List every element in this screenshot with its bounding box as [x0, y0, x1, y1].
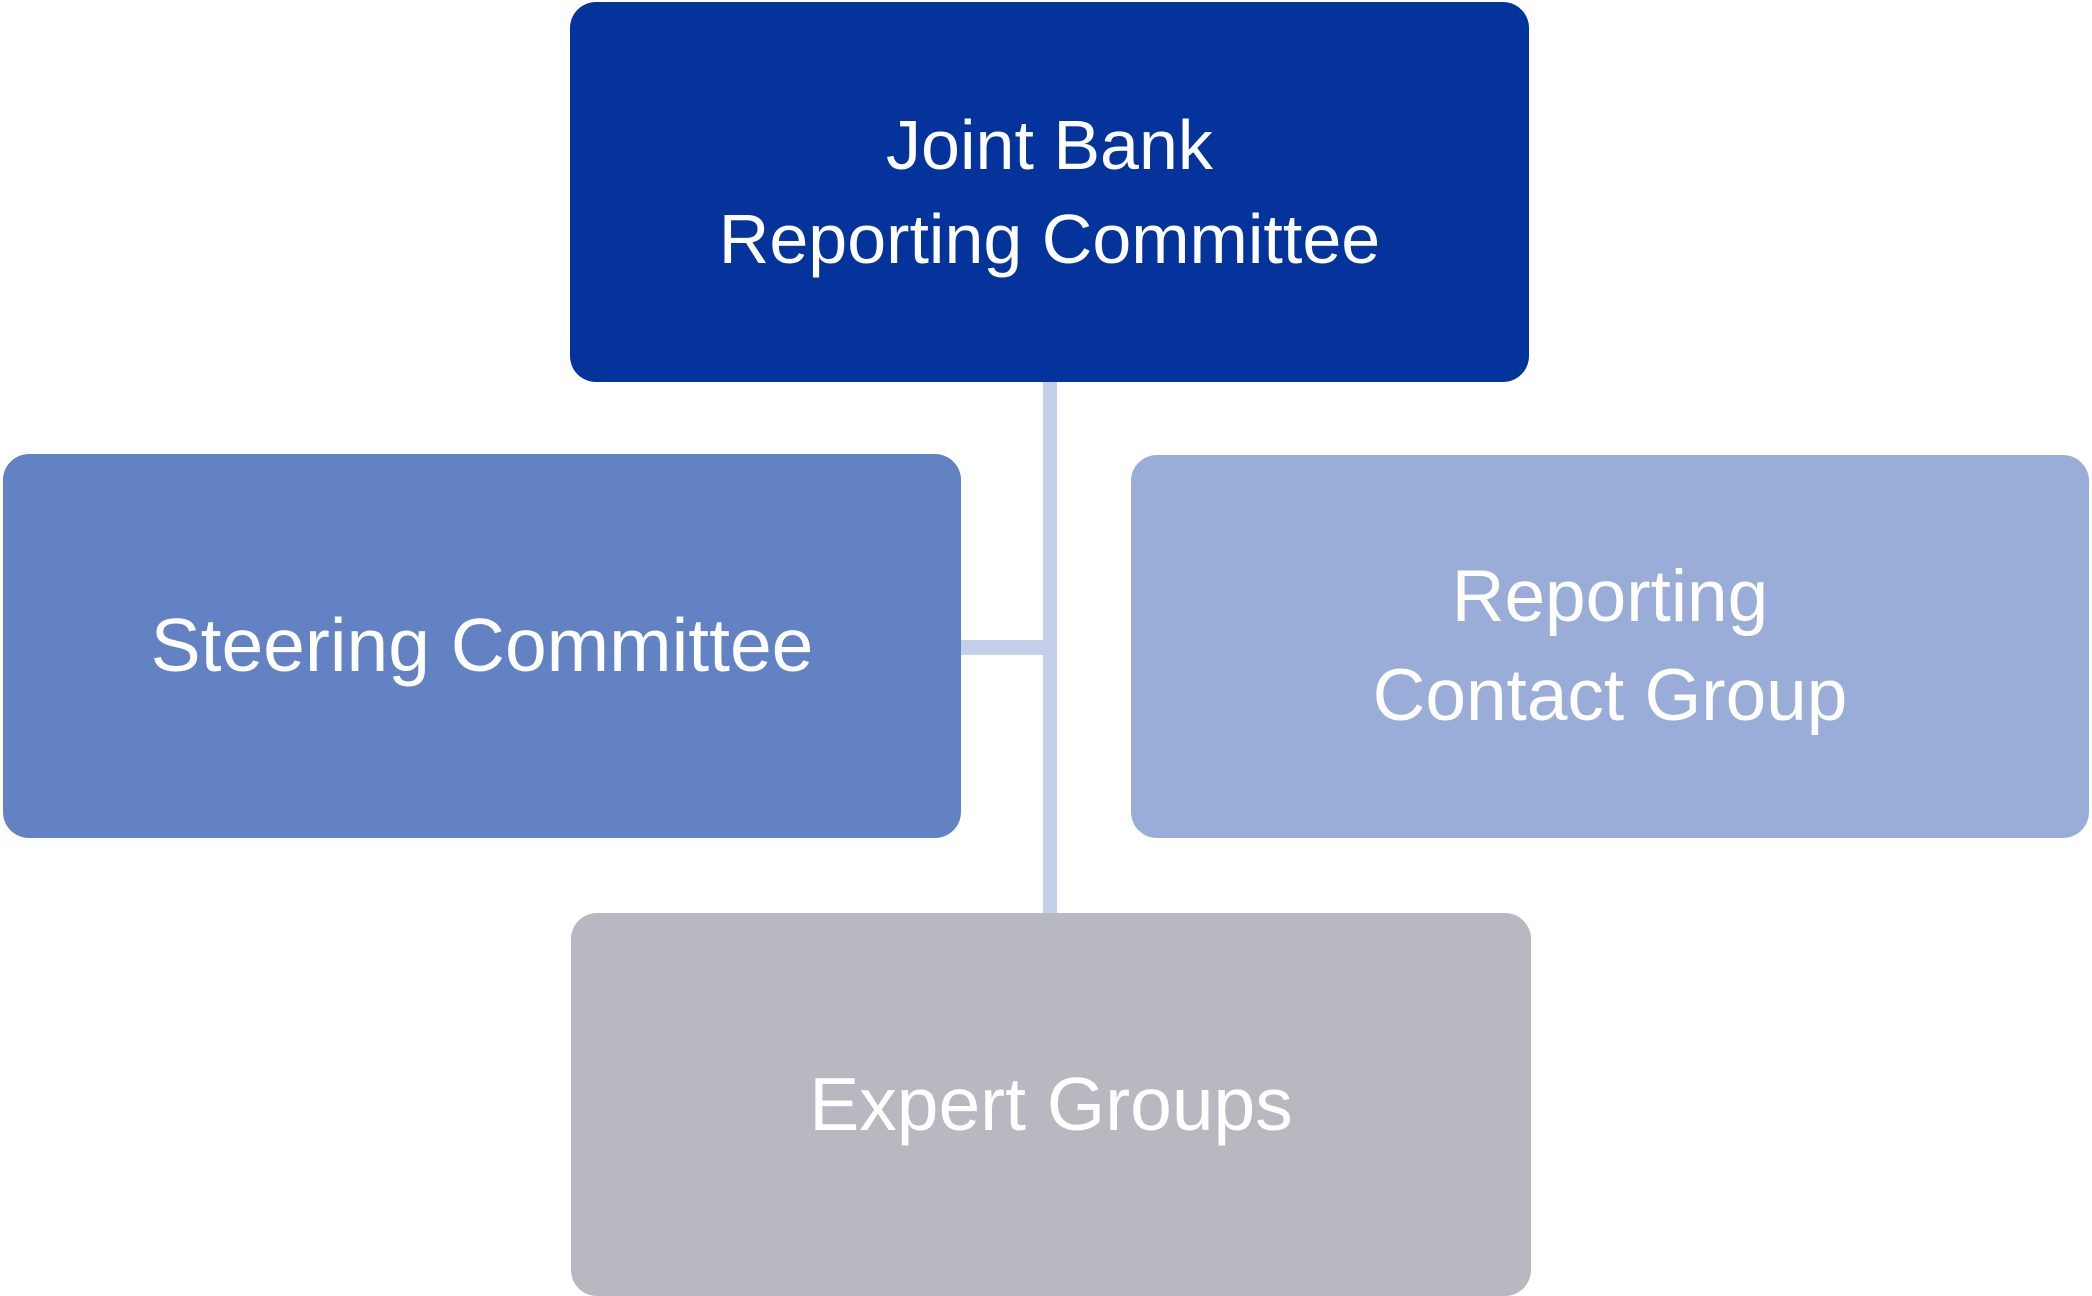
- node-label-line: Steering Committee: [150, 603, 814, 688]
- node-label: Steering Committee: [151, 595, 814, 696]
- connector-horizontal-line: [961, 640, 1051, 655]
- node-label: Joint Bank Reporting Committee: [719, 98, 1380, 287]
- node-label-line: Reporting Committee: [718, 200, 1381, 278]
- node-label-line: Joint Bank: [886, 105, 1213, 184]
- node-label-line: Expert Groups: [809, 1061, 1293, 1146]
- node-label: Expert Groups: [809, 1054, 1293, 1155]
- node-joint-bank-reporting-committee: Joint Bank Reporting Committee: [570, 2, 1529, 382]
- node-label-line: Reporting: [1451, 555, 1769, 637]
- node-label: Reporting Contact Group: [1373, 548, 1848, 745]
- node-reporting-contact-group: Reporting Contact Group: [1131, 455, 2089, 838]
- node-label-line: Contact Group: [1372, 654, 1848, 736]
- node-steering-committee: Steering Committee: [3, 454, 961, 838]
- node-expert-groups: Expert Groups: [571, 913, 1531, 1296]
